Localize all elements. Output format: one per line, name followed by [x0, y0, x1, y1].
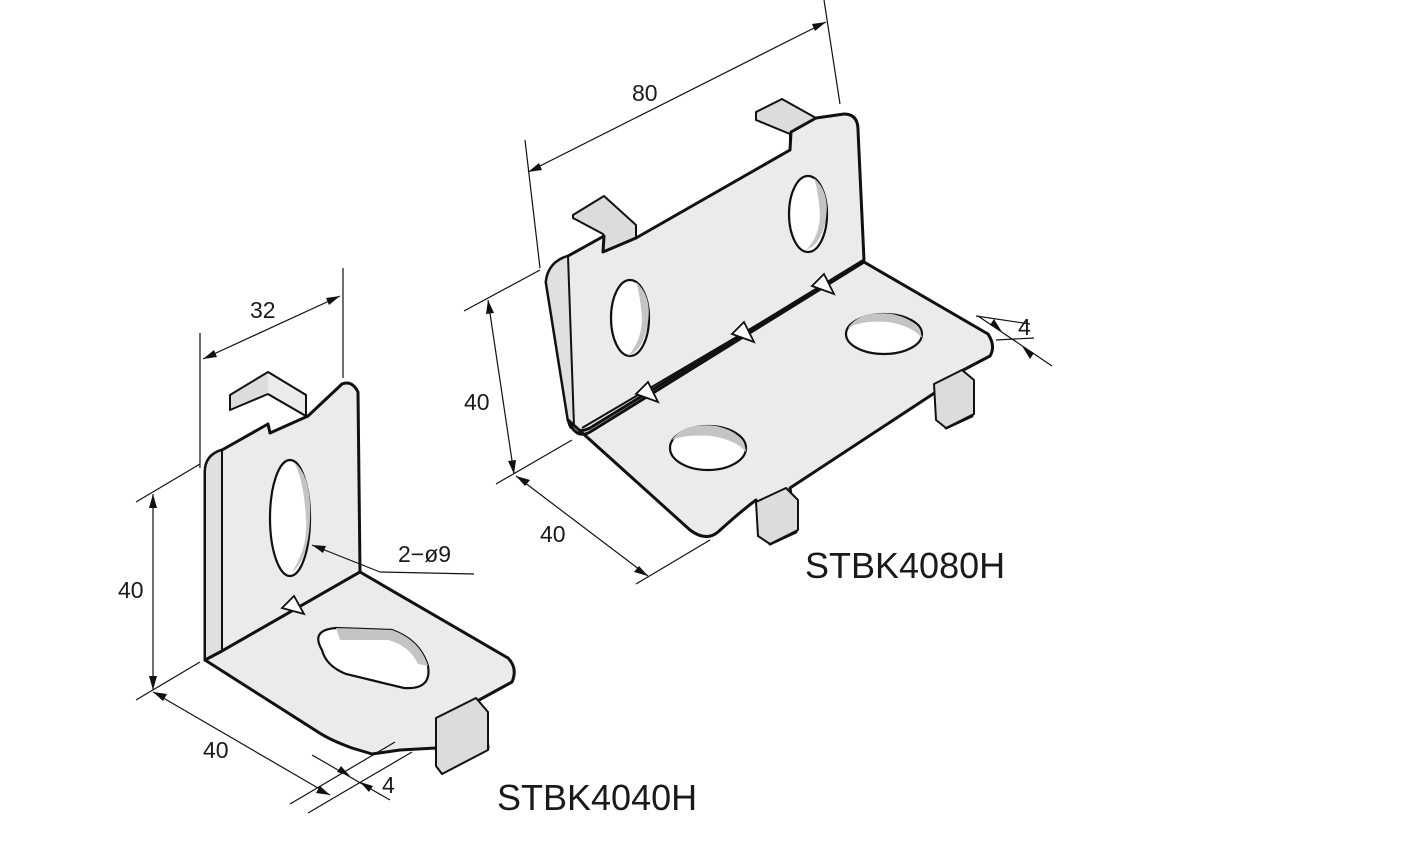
fold-line	[581, 261, 865, 429]
vertical-slot-left	[609, 278, 651, 358]
dim-hole-callout: 2−ø9	[398, 541, 451, 567]
dim-thickness: 4	[382, 772, 395, 798]
horizontal-slot	[317, 626, 430, 690]
dim-depth: 40	[203, 737, 229, 763]
dim-thickness: 4	[1018, 314, 1031, 340]
model-label: STBK4080H	[805, 545, 1005, 586]
dim-height: 40	[118, 577, 144, 603]
dim-width: 32	[250, 297, 276, 323]
bottom-tab-right	[933, 369, 975, 429]
reinforcement-rib	[280, 594, 306, 616]
bottom-tab	[435, 697, 489, 775]
bracket-stbk4080h	[544, 98, 995, 546]
vertical-plate-edge	[545, 255, 575, 429]
dim-length: 80	[632, 80, 658, 106]
dimension-lines-stbk4080h	[463, 0, 1053, 585]
vertical-plate-edge	[204, 449, 223, 661]
reinforcement-rib-1	[634, 380, 660, 404]
dimension-lines-stbk4040h	[135, 268, 475, 814]
reinforcement-rib-3	[810, 272, 836, 296]
dim-depth: 40	[540, 521, 566, 547]
fold-line	[221, 571, 361, 652]
bottom-tab-left	[755, 487, 799, 545]
horizontal-slot-right	[844, 312, 924, 356]
horizontal-slot-left	[668, 424, 748, 472]
dim-height: 40	[464, 389, 490, 415]
vertical-slot-right	[787, 174, 829, 254]
vertical-slot	[268, 458, 312, 578]
bracket-stbk4040h	[203, 371, 516, 775]
reinforcement-rib-2	[730, 320, 756, 344]
top-tab	[229, 371, 307, 417]
model-label: STBK4040H	[497, 777, 697, 818]
